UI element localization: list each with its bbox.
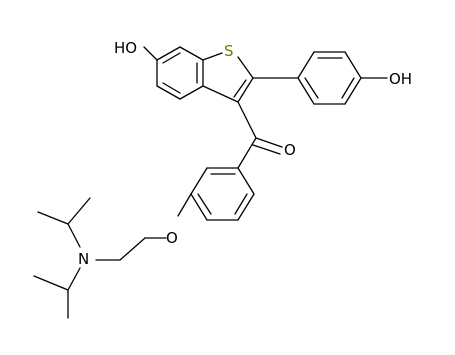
hydroxyl-label-right: OH bbox=[389, 70, 412, 88]
bond bbox=[156, 85, 181, 100]
bond bbox=[255, 137, 283, 148]
bond-lines bbox=[33, 46, 388, 319]
bond bbox=[237, 137, 257, 169]
bond bbox=[237, 77, 254, 103]
bond bbox=[233, 79, 247, 98]
ether-oxygen-label: O bbox=[166, 229, 178, 247]
bond bbox=[252, 144, 281, 155]
bond bbox=[344, 77, 362, 105]
bond bbox=[234, 193, 248, 215]
bond bbox=[237, 193, 255, 221]
bond bbox=[190, 167, 208, 195]
bond bbox=[202, 52, 223, 61]
bond bbox=[197, 193, 212, 215]
bond bbox=[341, 77, 355, 99]
hydroxyl-label-left: HO bbox=[114, 39, 137, 57]
bond bbox=[237, 167, 255, 195]
bond bbox=[33, 275, 69, 291]
bond bbox=[179, 46, 204, 61]
carbonyl-oxygen-label: O bbox=[284, 141, 296, 159]
bond bbox=[190, 193, 208, 221]
bond bbox=[156, 46, 181, 61]
bond bbox=[37, 211, 69, 225]
bond bbox=[237, 101, 257, 139]
bond bbox=[297, 51, 315, 79]
bond bbox=[297, 77, 315, 105]
bond bbox=[162, 52, 181, 64]
atom-labels: HO S OH O O N bbox=[78, 39, 412, 268]
nitrogen-label: N bbox=[78, 250, 89, 268]
bond bbox=[162, 82, 181, 94]
bond bbox=[67, 197, 91, 225]
sulfur-label: S bbox=[224, 42, 234, 60]
bond bbox=[177, 193, 192, 217]
bond bbox=[237, 56, 254, 79]
bond bbox=[67, 223, 81, 248]
bond bbox=[344, 51, 362, 79]
bond bbox=[143, 46, 158, 61]
bond bbox=[119, 237, 146, 261]
bond bbox=[67, 267, 81, 291]
bond bbox=[304, 77, 319, 99]
bond bbox=[202, 85, 239, 103]
bond bbox=[179, 85, 204, 100]
